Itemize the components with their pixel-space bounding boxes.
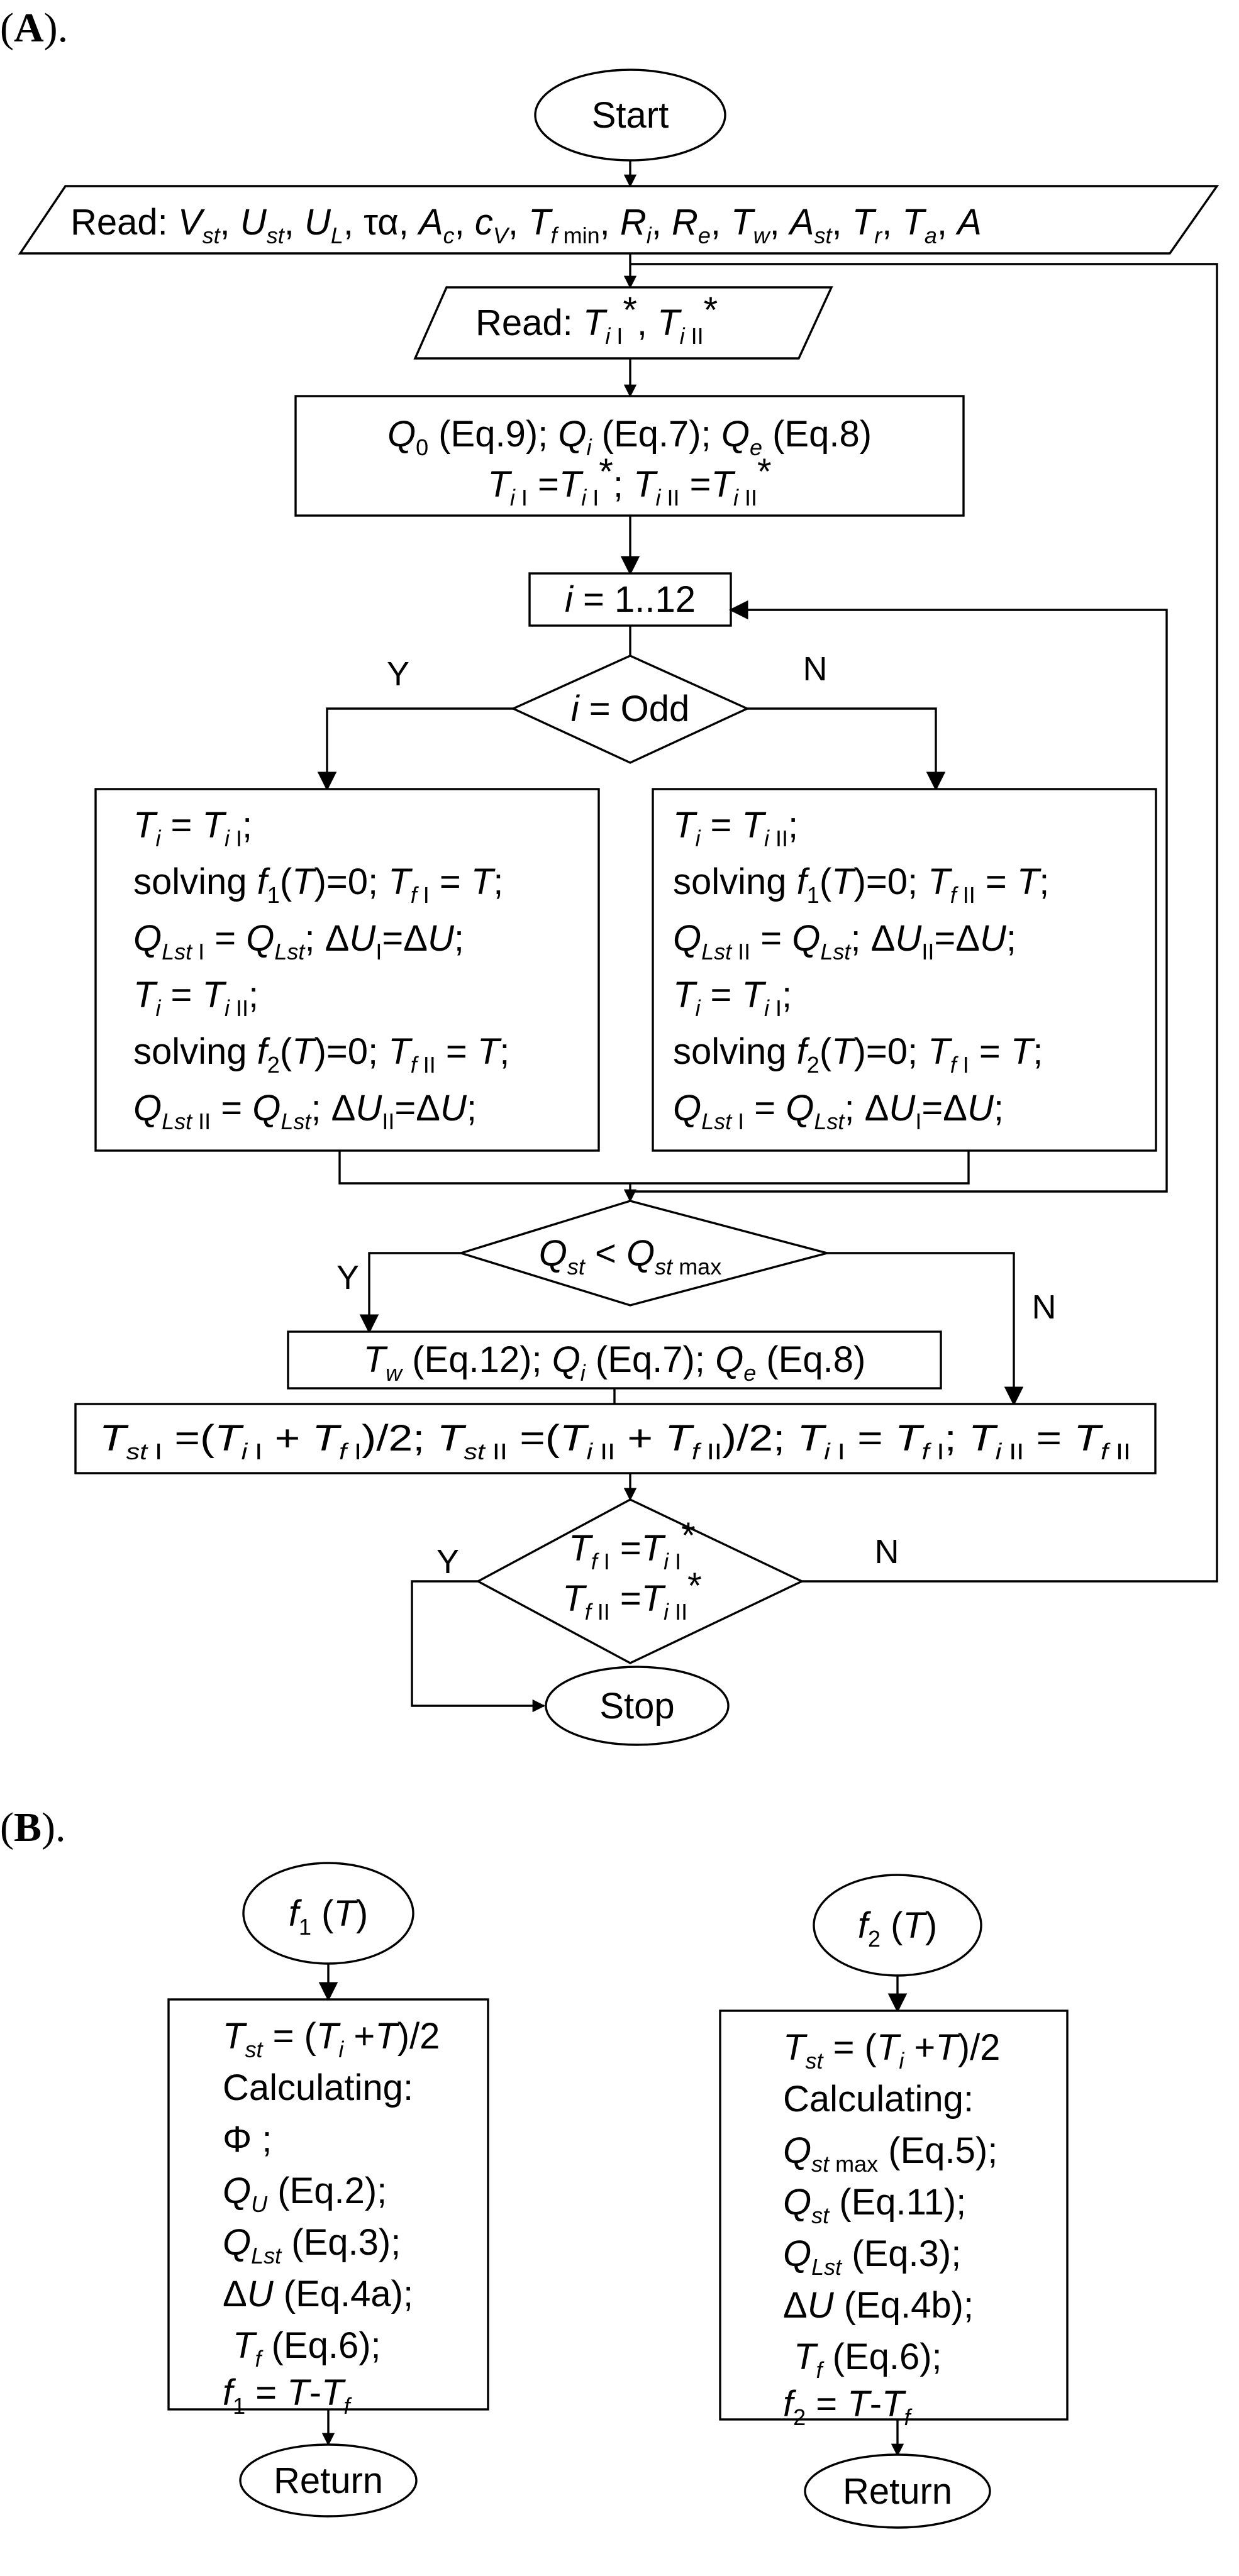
even-branch-box: Ti = Ti II; solving f1(T)=0; Tf II = T; …: [652, 788, 1157, 1152]
init-line-1: Q0 (Eq.9); Qi (Eq.7); Qe (Eq.8): [387, 414, 872, 460]
init-line-2: Ti I =Ti I*; Ti II =Ti II*: [487, 451, 771, 511]
f1-box: Tst = (Ti +T)/2 Calculating: Φ ; QU (Eq.…: [167, 1998, 489, 2419]
odd-line-3: QLst I = QLst; ΔUI=ΔU;: [133, 918, 464, 965]
f2-return-label: Return: [843, 2471, 952, 2512]
loop-text: i = 1..12: [565, 579, 696, 620]
arrow-loop-back: [630, 600, 1168, 1193]
stop-node: Stop: [545, 1666, 730, 1746]
read-params-node: Read: Vst, Ust, UL, τα, Ac, cV, Tf min, …: [18, 185, 1220, 255]
start-label: Start: [592, 95, 669, 136]
decision-converge: Tf I =Ti I* Tf II =Ti II*: [475, 1498, 804, 1664]
converge-yes-label: Y: [436, 1543, 459, 1581]
f2-line-2: Calculating:: [783, 2079, 974, 2120]
loop-box: i = 1..12: [528, 572, 732, 627]
f2-line-8: f2 = T-Tf: [783, 2384, 913, 2430]
arrow-qst-no: [827, 1252, 1024, 1407]
f1-title: f1 (T): [289, 1893, 368, 1940]
converge-line-2: Tf II =Ti II*: [562, 1566, 702, 1625]
f2-line-6: ΔU (Eq.4b);: [783, 2285, 974, 2326]
even-line-6: QLst I = QLst; ΔUI=ΔU;: [673, 1088, 1004, 1134]
decision-odd: i = Odd: [510, 655, 750, 764]
tw-text: Tw (Eq.12); Qi (Eq.7); Qe (Eq.8): [364, 1339, 866, 1386]
odd-line-2: solving f1(T)=0; Tf I = T;: [133, 861, 503, 908]
converge-no-label: N: [875, 1533, 899, 1571]
init-box: Q0 (Eq.9); Qi (Eq.7); Qe (Eq.8) Ti I =Ti…: [294, 395, 965, 517]
decision-qst-text: Qst < Qst max: [539, 1233, 721, 1280]
arrow-odd-no: [747, 707, 946, 792]
odd-branch-box: Ti = Ti I; solving f1(T)=0; Tf I = T; QL…: [94, 788, 600, 1152]
f1-line-3: Φ ;: [223, 2119, 272, 2160]
f1-line-1: Tst = (Ti +T)/2: [223, 2016, 440, 2062]
merge-line: [338, 1151, 970, 1185]
f1-line-2: Calculating:: [223, 2067, 413, 2108]
even-line-3: QLst II = QLst; ΔUII=ΔU;: [673, 918, 1016, 965]
f1-line-8: f1 = T-Tf: [223, 2372, 352, 2419]
odd-line-4: Ti = Ti II;: [133, 975, 258, 1021]
f1-return-label: Return: [274, 2460, 383, 2501]
odd-line-5: solving f2(T)=0; Tf II = T;: [133, 1031, 509, 1078]
even-line-5: solving f2(T)=0; Tf I = T;: [673, 1031, 1043, 1078]
qst-yes-label: Y: [336, 1259, 359, 1296]
qst-no-label: N: [1032, 1288, 1057, 1326]
converge-line-1: Tf I =Ti I*: [569, 1515, 696, 1574]
f2-box: Tst = (Ti +T)/2 Calculating: Qst max (Eq…: [719, 2009, 1069, 2430]
start-node: Start: [534, 69, 726, 162]
arrow-converge-no: [630, 263, 1218, 1583]
odd-line-1: Ti = Ti I;: [133, 805, 252, 851]
f2-line-1: Tst = (Ti +T)/2: [783, 2027, 1000, 2074]
odd-yes-label: Y: [387, 655, 409, 693]
f2-start-node: f2 (T): [813, 1874, 982, 1977]
read-temps-node: Read: Ti I*, Ti II*: [413, 286, 833, 360]
even-line-2: solving f1(T)=0; Tf II = T;: [673, 861, 1049, 908]
arrow-qst-yes: [359, 1252, 461, 1334]
arrow-odd-yes: [317, 707, 513, 792]
panel-label-b: (B).: [0, 1805, 66, 1850]
f2-line-4: Qst (Eq.11);: [783, 2182, 966, 2228]
tw-box: Tw (Eq.12); Qi (Eq.7); Qe (Eq.8): [287, 1330, 942, 1390]
f2-line-5: QLst (Eq.3);: [783, 2233, 961, 2280]
f2-line-7: Tf (Eq.6);: [794, 2336, 942, 2383]
stop-label: Stop: [599, 1686, 674, 1727]
even-line-1: Ti = Ti II;: [673, 805, 798, 851]
f2-return-node: Return: [804, 2453, 991, 2529]
f1-line-5: QLst (Eq.3);: [223, 2222, 401, 2269]
f1-line-6: ΔU (Eq.4a);: [223, 2274, 413, 2314]
odd-line-6: QLst II = QLst; ΔUII=ΔU;: [133, 1088, 477, 1134]
decision-odd-text: i = Odd: [571, 688, 690, 729]
f1-line-4: QU (Eq.2);: [223, 2170, 387, 2217]
f2-line-3: Qst max (Eq.5);: [783, 2130, 997, 2177]
decision-qst: Qst < Qst max: [457, 1200, 831, 1307]
panel-label-a: (A).: [0, 5, 68, 51]
f1-start-node: f1 (T): [242, 1862, 414, 1965]
f1-return-node: Return: [239, 2443, 418, 2518]
f1-line-7: Tf (Eq.6);: [233, 2325, 381, 2372]
odd-no-label: N: [803, 650, 828, 688]
even-line-4: Ti = Ti I;: [673, 975, 792, 1021]
arrow-converge-yes: [411, 1580, 546, 1713]
